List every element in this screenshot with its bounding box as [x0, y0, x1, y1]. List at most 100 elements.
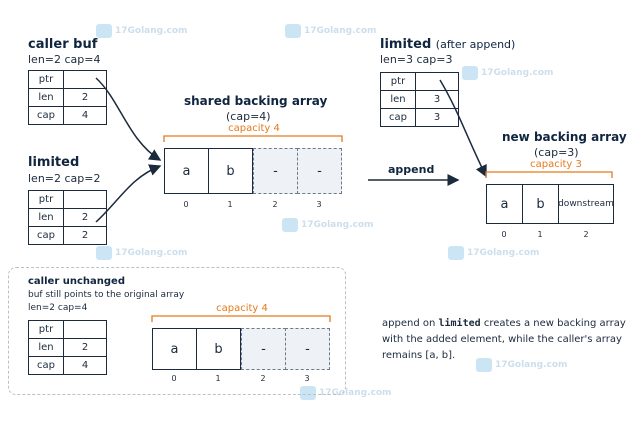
shared-subtitle: (cap=4) [226, 110, 271, 123]
header-row: ptr [28, 190, 107, 209]
watermark: 17Golang.com [448, 246, 539, 260]
array-index: 1 [537, 230, 543, 239]
watermark-logo-icon [462, 66, 478, 80]
note-line3: remains [a, b]. [382, 350, 456, 361]
array-cell-empty: - [285, 328, 330, 370]
array-index: 0 [501, 230, 507, 239]
unchanged-desc: buf still points to the original array [28, 290, 185, 300]
array-cell: a [152, 328, 197, 370]
watermark-logo-icon [96, 24, 112, 38]
header-key: cap [380, 108, 416, 127]
array-index: 0 [171, 374, 177, 383]
header-value: 2 [63, 338, 107, 357]
capacity-bracket-unchanged [151, 315, 331, 322]
header-value: 2 [63, 88, 107, 107]
new-array-title: new backing array [502, 130, 627, 144]
array-cell: a [164, 148, 209, 194]
array-cell-empty: - [297, 148, 342, 194]
explanation-note: append on limited creates a new backing … [382, 316, 632, 364]
note-line2: with the added element, while the caller… [382, 334, 622, 345]
new-array-subtitle: (cap=3) [534, 146, 579, 159]
header-key: ptr [28, 320, 64, 339]
caller-unchanged-panel [8, 267, 346, 395]
header-value [63, 190, 107, 209]
limited-title: limited [28, 155, 80, 170]
watermark: 17Golang.com [462, 66, 553, 80]
header-value [63, 320, 107, 339]
array-index: 3 [316, 200, 322, 209]
array-index: 1 [215, 374, 221, 383]
header-key: cap [28, 226, 64, 245]
header-key: cap [28, 356, 64, 375]
header-row: ptr [380, 72, 459, 91]
append-label: append [388, 163, 435, 176]
limited-meta: len=2 cap=2 [28, 172, 101, 185]
watermark: 17Golang.com [476, 358, 567, 372]
header-value: 2 [63, 208, 107, 227]
limited-after-note: (after append) [435, 38, 516, 51]
limited-after-meta: len=3 cap=3 [380, 53, 453, 66]
array-cell-empty: - [241, 328, 286, 370]
watermark: 17Golang.com [96, 246, 187, 260]
header-key: cap [28, 106, 64, 125]
limited-after-title: limited (after append) [380, 37, 515, 52]
array-cell: a [486, 184, 523, 224]
limited-after-name: limited [380, 37, 432, 52]
array-index: 2 [272, 200, 278, 209]
header-key: ptr [28, 190, 64, 209]
header-key: len [28, 338, 64, 357]
header-key: len [380, 90, 416, 109]
header-row: ptr [28, 320, 107, 339]
capacity-bracket-shared [163, 135, 343, 142]
capacity-bracket-new [485, 171, 613, 178]
array-index: 3 [304, 374, 310, 383]
caller-title: caller buf [28, 37, 98, 52]
watermark: 17Golang.com [96, 24, 187, 38]
note-code: limited [438, 318, 481, 329]
array-index: 2 [583, 230, 589, 239]
header-value: 3 [415, 90, 459, 109]
watermark-logo-icon [96, 246, 112, 260]
watermark-logo-icon [282, 218, 298, 232]
array-cell: b [208, 148, 253, 194]
header-key: len [28, 88, 64, 107]
watermark: 17Golang.com [285, 24, 376, 38]
watermark-logo-icon [476, 358, 492, 372]
note-prefix: append on [382, 318, 439, 329]
watermark-logo-icon [448, 246, 464, 260]
watermark-logo-icon [300, 386, 316, 400]
array-cell-empty: - [253, 148, 298, 194]
watermark: 17Golang.com [300, 386, 391, 400]
shared-title: shared backing array [184, 94, 328, 108]
new-array-capacity-label: capacity 3 [530, 159, 582, 170]
watermark: 17Golang.com [282, 218, 373, 232]
unchanged-meta: len=2 cap=4 [28, 303, 88, 313]
shared-capacity-label: capacity 4 [228, 123, 280, 134]
array-cell: downstream [558, 184, 614, 224]
header-value: 2 [63, 226, 107, 245]
header-value [63, 70, 107, 89]
array-cell: b [196, 328, 241, 370]
header-row: ptr [28, 70, 107, 89]
unchanged-title: caller unchanged [28, 276, 125, 287]
array-index: 1 [227, 200, 233, 209]
array-index: 0 [183, 200, 189, 209]
header-key: ptr [28, 70, 64, 89]
header-key: len [28, 208, 64, 227]
unchanged-capacity-label: capacity 4 [216, 303, 268, 314]
header-value: 4 [63, 356, 107, 375]
header-value: 4 [63, 106, 107, 125]
caller-meta: len=2 cap=4 [28, 53, 101, 66]
note-suffix: creates a new backing array [480, 318, 626, 329]
